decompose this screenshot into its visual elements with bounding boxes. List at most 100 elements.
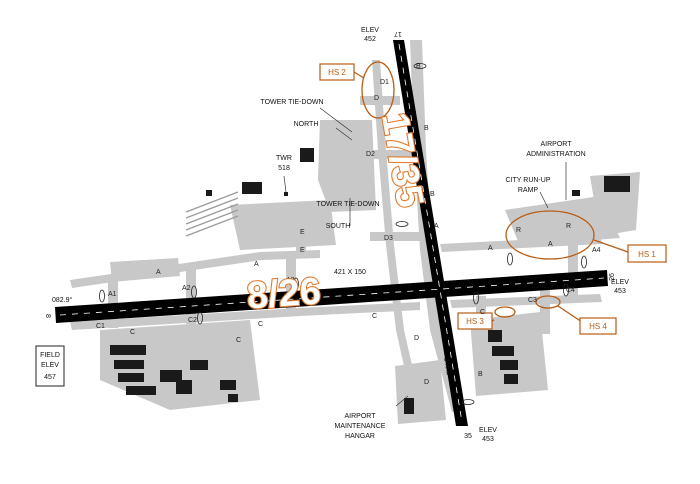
- taxiway-label-b: B: [424, 125, 429, 132]
- taxiway-label-b: B: [430, 191, 435, 198]
- building: [504, 374, 518, 384]
- taxiway-label-r: R: [566, 223, 571, 230]
- admin-label-2: ADMINISTRATION: [526, 151, 585, 158]
- taxiway-label-e: E: [300, 229, 305, 236]
- hotspot-hs1-area[interactable]: [505, 210, 595, 260]
- maint-label-2: MAINTENANCE: [335, 423, 386, 430]
- building: [604, 176, 630, 192]
- runup-label-1: CITY RUN-UP: [506, 177, 551, 184]
- twr-label-1: TWR: [276, 155, 292, 162]
- hotspot-box-hs1[interactable]: HS 1: [627, 244, 667, 263]
- elev-value-35: 453: [482, 436, 494, 443]
- taxiway-label-r: R: [516, 227, 521, 234]
- twr-label-2: 518: [278, 165, 290, 172]
- hotspot-hs2-label: HS 2: [328, 68, 346, 77]
- tie-down-rows: [185, 191, 239, 237]
- taxiway-c-east: [450, 294, 602, 308]
- elev-label-17: ELEV: [361, 27, 379, 34]
- tower-tiedown-south-label-1: TOWER TIE-DOWN: [316, 201, 379, 208]
- apron-tiedown-north: [318, 120, 376, 212]
- elev-label-35: ELEV: [479, 427, 497, 434]
- taxiway-c-west: [70, 302, 420, 330]
- runway-end-26: 26: [609, 273, 616, 281]
- heading-262: 262.9°: [536, 282, 557, 290]
- taxiway-label-a4: A4: [592, 247, 601, 254]
- runway-dimensions: 421 X 150: [334, 269, 366, 276]
- connector-d1: [360, 96, 400, 105]
- admin-label-1: AIRPORT: [541, 141, 573, 148]
- maint-label-3: HANGAR: [345, 433, 375, 440]
- heading-346: 346.2°: [442, 357, 453, 379]
- taxiway-label-a: A: [434, 223, 439, 230]
- hotspot-hs2-area[interactable]: [361, 61, 395, 119]
- runway-end-8: 8: [44, 314, 51, 318]
- hold-markers: [99, 63, 587, 405]
- runway-layer: [55, 40, 608, 426]
- taxiway-label-a: A: [488, 245, 493, 252]
- taxiway-label-a: A: [156, 269, 161, 276]
- taxiway-label-c2: C2: [188, 317, 197, 324]
- field-elev-line2: ELEV: [41, 362, 59, 369]
- taxiway-label-b: B: [478, 371, 483, 378]
- taxiway-label-b: B: [416, 63, 421, 70]
- taxiway-label-c4: C4: [566, 287, 575, 294]
- building: [572, 190, 580, 196]
- taxiway-label-a: A: [254, 261, 259, 268]
- connector-c4: [540, 284, 550, 334]
- hotspot-box-hs4[interactable]: HS 4: [579, 317, 617, 335]
- field-elevation-box: FIELD ELEV 457: [35, 345, 65, 387]
- buildings-layer: [110, 148, 630, 414]
- connector-a4: [568, 238, 578, 300]
- tower-tiedown-north-label-1: TOWER TIE-DOWN: [260, 99, 323, 106]
- building: [114, 360, 144, 369]
- heading-082: 082.9°: [52, 296, 73, 304]
- connector-a3: [286, 256, 296, 314]
- building: [284, 192, 288, 196]
- hotspot-box-hs3[interactable]: HS 3: [457, 312, 493, 330]
- building: [118, 373, 144, 382]
- building: [110, 345, 146, 355]
- elev-label-26: ELEV: [611, 279, 629, 286]
- connector-d3: [370, 232, 430, 241]
- building: [160, 370, 182, 382]
- runway-8-26[interactable]: [55, 270, 608, 323]
- building: [300, 148, 314, 162]
- runway-17-35[interactable]: [393, 40, 468, 426]
- hotspot-hs3-area[interactable]: [494, 306, 516, 318]
- hotspot-box-hs2[interactable]: HS 2: [319, 63, 355, 81]
- taxiway-label-d: D: [374, 95, 379, 102]
- taxiway-label-c: C: [130, 329, 135, 336]
- taxiway-label-a3: A3: [286, 277, 295, 284]
- field-elev-line1: FIELD: [40, 352, 60, 359]
- hotspot-hs4-area[interactable]: [535, 295, 561, 309]
- elev-value-17: 452: [364, 36, 376, 43]
- pavement-layer: [70, 40, 640, 424]
- apron-city-runup: [505, 196, 620, 246]
- taxiway-label-a1: A1: [108, 291, 117, 298]
- building: [492, 346, 514, 356]
- taxiway-label-c3: C3: [528, 297, 537, 304]
- hotspot-hs4-label: HS 4: [589, 322, 607, 331]
- taxiway-label-d1: D1: [380, 79, 389, 86]
- taxiway-label-d2: D2: [366, 151, 375, 158]
- leader-lines: [283, 107, 567, 407]
- building: [228, 394, 238, 402]
- taxiway-labels: A A A A A A1 A2 A3 A4 C1 C2 C3 C4 C C C …: [96, 63, 601, 386]
- runway-label-8-26: 8/26: [246, 270, 323, 317]
- building: [242, 182, 262, 194]
- taxiway-d: [410, 40, 460, 412]
- tower-tiedown-north-label-2: NORTH: [294, 121, 319, 128]
- taxiway-label-d: D: [414, 335, 419, 342]
- taxiway-label-c: C: [372, 313, 377, 320]
- building: [220, 380, 236, 390]
- taxiway-b: [372, 60, 420, 402]
- taxiway-label-e: E: [300, 247, 305, 254]
- runway-end-35: 35: [464, 433, 472, 440]
- building: [500, 360, 518, 370]
- taxiway-label-c: C: [258, 321, 263, 328]
- taxiway-label-d3: D3: [384, 235, 393, 242]
- building: [176, 380, 192, 394]
- runway-end-17: 17: [394, 30, 402, 37]
- taxiway-label-d: D: [424, 379, 429, 386]
